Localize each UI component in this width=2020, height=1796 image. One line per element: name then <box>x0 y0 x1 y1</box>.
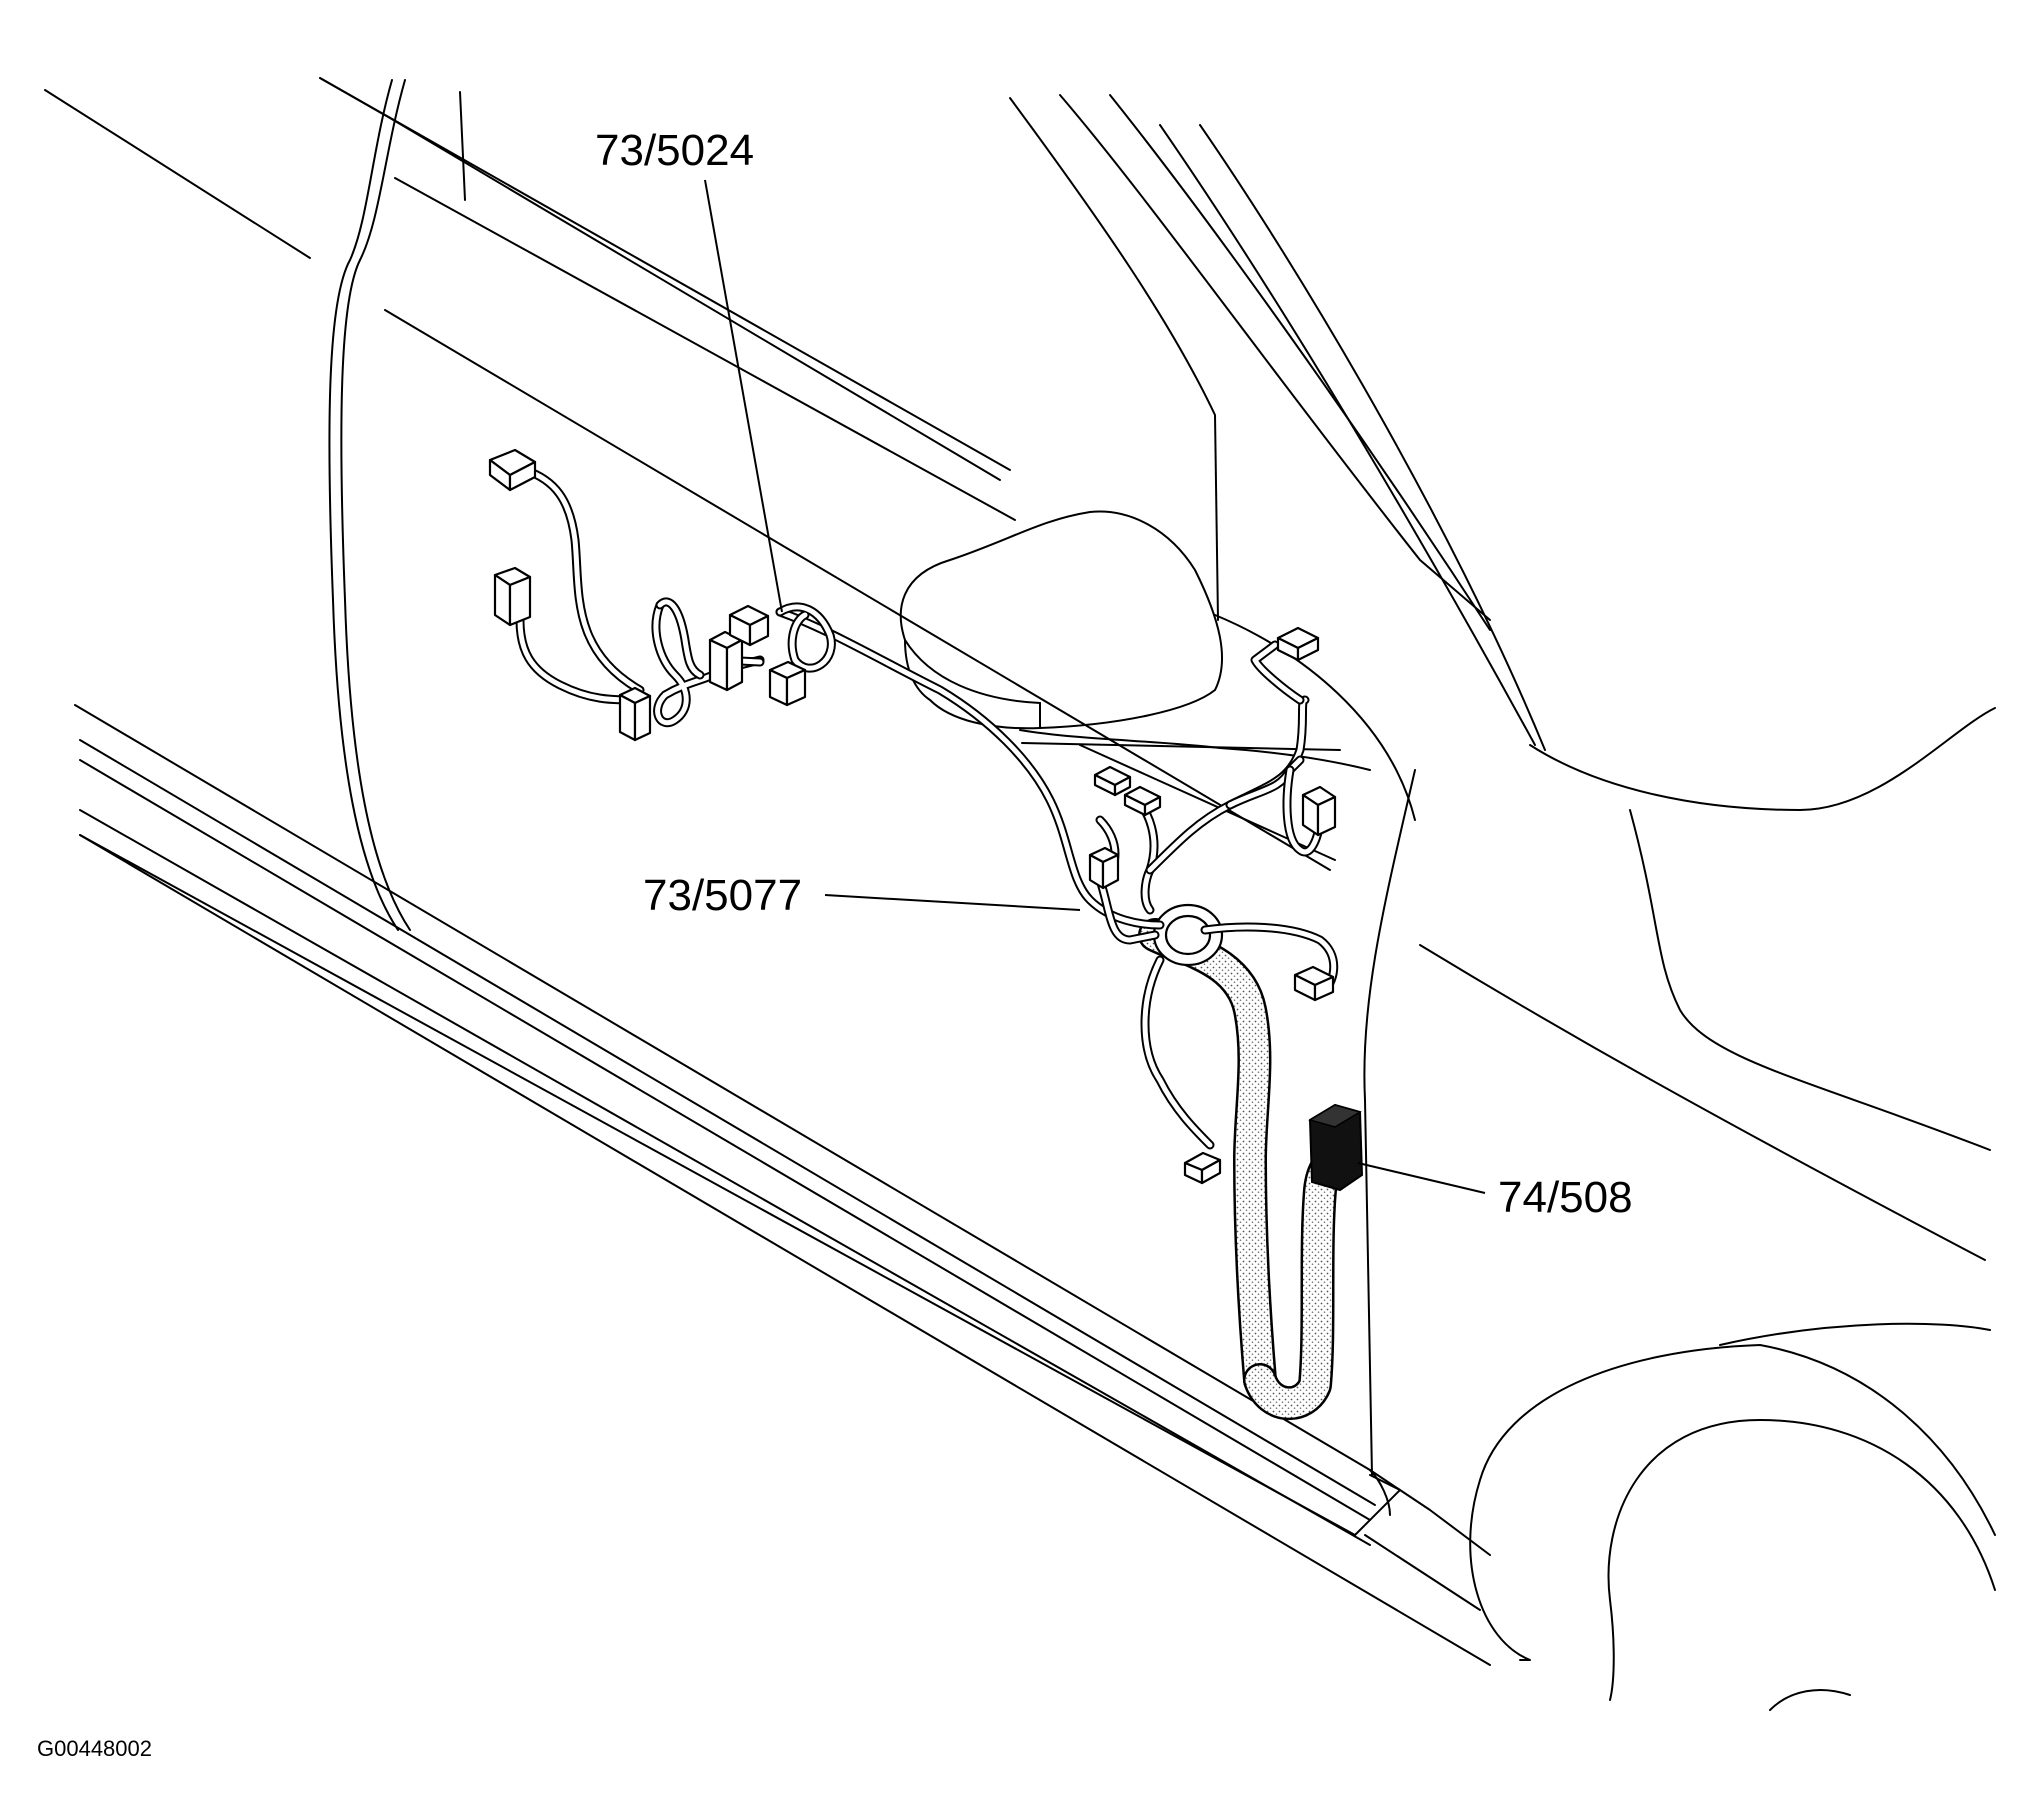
leader-74-508 <box>1357 1162 1486 1194</box>
leader-73-5024 <box>704 179 783 613</box>
figure-id: G00448002 <box>37 1736 152 1761</box>
connector-12 <box>1293 965 1335 1002</box>
callout-74-508: 74/508 <box>1498 1173 1633 1222</box>
callout-leaders <box>704 179 1486 1194</box>
connector-2 <box>493 566 532 627</box>
connector-13 <box>1183 1151 1222 1185</box>
connector-1 <box>488 448 537 492</box>
connectors <box>488 448 1364 1192</box>
connector-6 <box>768 660 807 707</box>
callout-73-5077: 73/5077 <box>643 871 802 920</box>
connector-10 <box>1276 626 1320 662</box>
connector-7 <box>1093 765 1132 797</box>
vehicle-body-outline <box>44 77 1996 1711</box>
module-74-508 <box>1308 1103 1364 1192</box>
side-mirror <box>899 510 1371 861</box>
connector-9 <box>1088 846 1120 890</box>
connector-8 <box>1123 785 1162 817</box>
connector-5 <box>728 604 770 647</box>
connector-11 <box>1301 785 1337 837</box>
branch-wires <box>515 465 1339 1150</box>
callout-73-5024: 73/5024 <box>595 126 754 175</box>
connector-3 <box>618 686 652 742</box>
callout-labels: 73/5024 73/5077 74/508 <box>595 126 1633 1222</box>
connector-4 <box>708 630 744 692</box>
leader-73-5077 <box>824 894 1081 911</box>
